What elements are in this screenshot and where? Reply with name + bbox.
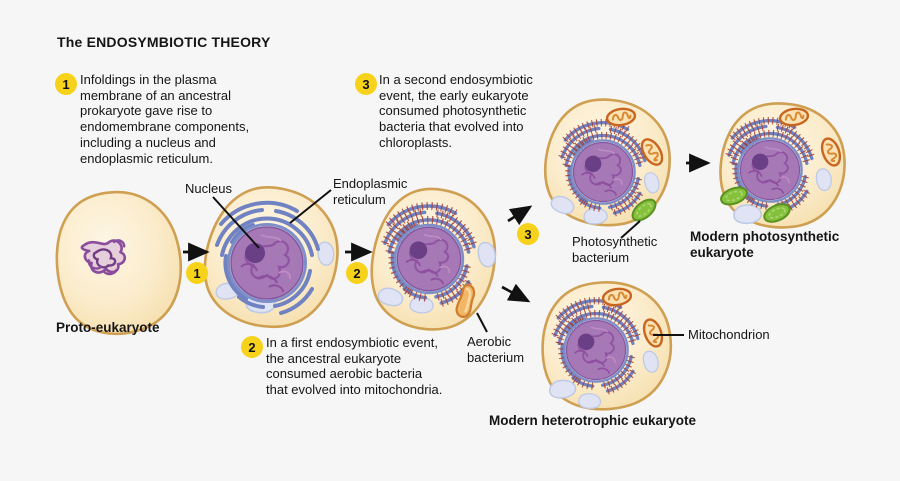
- step-3-text: In a second endosymbiotic event, the ear…: [379, 72, 533, 150]
- label-aerobic-bacterium: Aerobic bacterium: [467, 334, 525, 365]
- step-2-badge: 2: [241, 336, 263, 358]
- diagram-title: The ENDOSYMBIOTIC THEORY: [57, 34, 271, 50]
- step-1-badge: 1: [55, 73, 77, 95]
- vacuole-icon: [578, 393, 602, 410]
- label-photosynthetic-bacterium: Photosynthetic bacterium: [572, 234, 658, 265]
- arrow-icon: [507, 205, 533, 226]
- label-nucleus: Nucleus: [185, 181, 232, 196]
- cell-proto-eukaryote: [44, 180, 194, 345]
- pointer-line-er: [289, 189, 332, 224]
- label-proto-eukaryote: Proto-eukaryote: [56, 320, 160, 335]
- label-modern-photosynthetic-eukaryote: Modern photosynthetic eukaryote: [690, 229, 840, 260]
- marker-1-badge: 1: [186, 262, 208, 284]
- marker-3-badge: 3: [517, 223, 539, 245]
- label-endoplasmic-reticulum: Endoplasmic reticulum: [333, 176, 408, 207]
- step-2-text: In a first endosymbiotic event, the ance…: [266, 335, 443, 398]
- step-1-text: Infoldings in the plasma membrane of an …: [80, 72, 250, 166]
- vacuole-icon: [409, 296, 434, 314]
- cell-modern-photosynthetic-eukaryote: [716, 99, 849, 232]
- pointer-line-aerobic-bacterium: [476, 312, 488, 333]
- step-3-badge: 3: [355, 73, 377, 95]
- arrow-icon: [501, 283, 531, 303]
- label-mitochondrion: Mitochondrion: [688, 327, 770, 342]
- label-modern-heterotrophic-eukaryote: Modern heterotrophic eukaryote: [489, 413, 697, 428]
- pointer-line-nucleus: [212, 196, 260, 249]
- marker-2-badge: 2: [346, 262, 368, 284]
- cell-modern-heterotrophic-eukaryote: [535, 275, 678, 416]
- pointer-line-photosynthetic-bacterium: [620, 220, 641, 239]
